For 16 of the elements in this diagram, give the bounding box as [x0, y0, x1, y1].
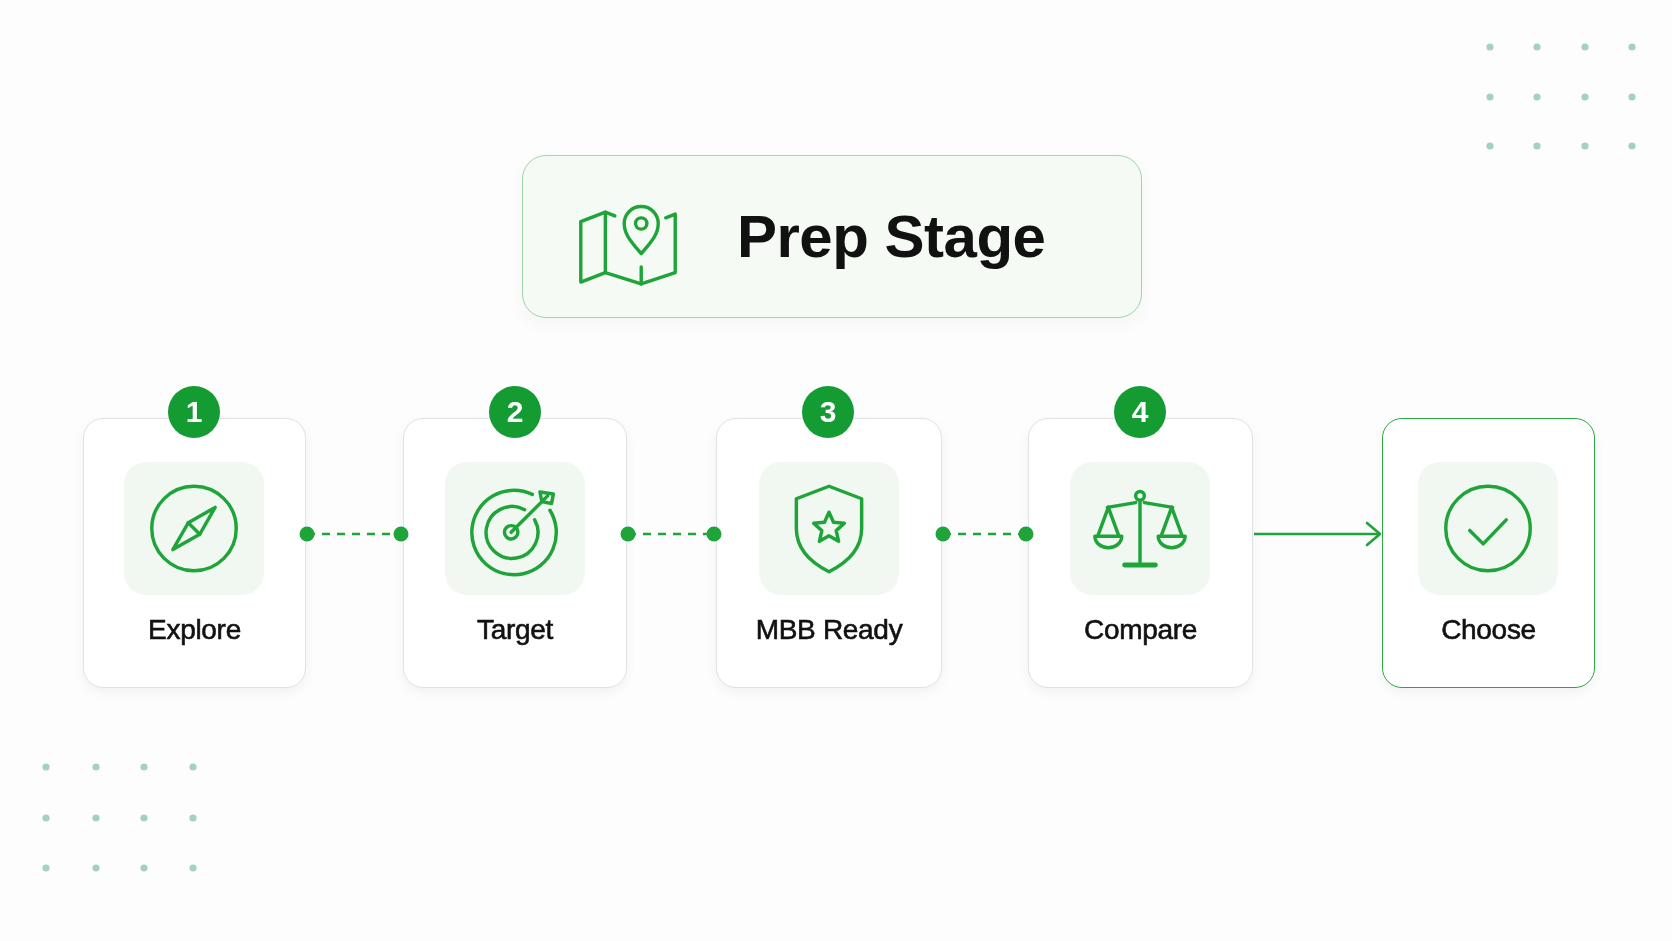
stage-title-panel [522, 155, 1142, 318]
step-number: 3 [802, 386, 854, 438]
step-label: Choose [1441, 613, 1536, 647]
dashed-connector [620, 526, 722, 542]
step-card [1382, 418, 1595, 688]
step-number: 2 [489, 386, 541, 438]
step-label: Explore [148, 613, 241, 647]
step-label: Compare [1083, 613, 1198, 647]
step-label: MBB Ready [755, 613, 903, 647]
dashed-connector [299, 526, 409, 542]
step-label: Target [477, 613, 553, 647]
dashed-connector [935, 526, 1034, 542]
arrow [1254, 521, 1382, 547]
step-number: 4 [1114, 386, 1166, 438]
step-number: 1 [168, 386, 220, 438]
stage-title: Prep Stage [737, 207, 1046, 267]
